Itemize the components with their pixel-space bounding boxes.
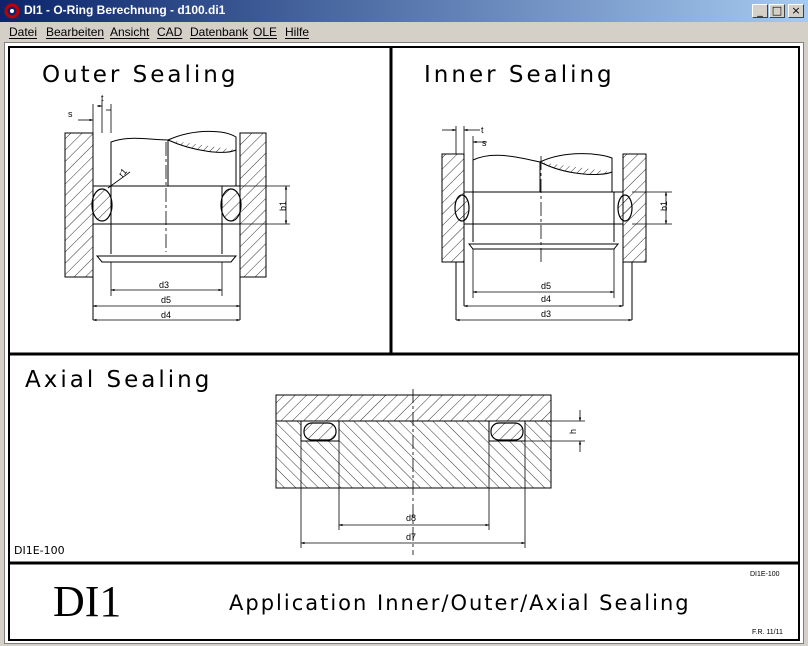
axial-sealing-panel: Axial Sealing h d8 d7 DI1E-100 xyxy=(14,367,585,557)
axial-dimensions xyxy=(300,410,585,548)
axial-label-d7: d7 xyxy=(406,532,416,542)
outer-label-d3: d3 xyxy=(159,280,169,290)
title-bar: DI1 - O-Ring Berechnung - d100.di1 _ □ × xyxy=(0,0,808,22)
inner-label-d4: d4 xyxy=(541,294,551,304)
menu-ole[interactable]: OLE xyxy=(253,25,278,39)
menu-datenbank[interactable]: Datenbank xyxy=(190,25,249,39)
axial-sealing-title: Axial Sealing xyxy=(25,367,212,393)
menu-bar: Datei Bearbeiten Ansicht CAD Datenbank O… xyxy=(0,22,808,42)
axial-drawing-code: DI1E-100 xyxy=(14,544,65,557)
axial-label-d8: d8 xyxy=(406,513,416,523)
title-block-code: DI1E-100 xyxy=(750,571,780,578)
outer-dimensions xyxy=(78,100,290,322)
outer-o-ring xyxy=(91,188,242,222)
logo-di1: DI1 xyxy=(53,577,121,626)
inner-o-ring xyxy=(454,194,633,222)
inner-sealing-title: Inner Sealing xyxy=(424,62,615,88)
outer-label-s: s xyxy=(68,109,73,119)
inner-label-t: t xyxy=(481,125,484,135)
outer-label-d4: d4 xyxy=(161,310,171,320)
axial-label-h: h xyxy=(568,429,578,434)
close-button[interactable]: × xyxy=(788,4,804,18)
inner-label-d5: d5 xyxy=(541,281,551,291)
technical-drawing: Outer Sealing xyxy=(8,46,800,641)
menu-ansicht[interactable]: Ansicht xyxy=(110,25,150,39)
inner-sealing-panel: Inner Sealing xyxy=(424,62,672,322)
outer-piston xyxy=(92,130,241,320)
outer-housing-groove xyxy=(92,185,241,225)
outer-housing xyxy=(64,132,267,278)
axial-o-ring xyxy=(303,422,524,441)
title-block-author: F.R. 11/11 xyxy=(752,629,783,636)
outer-label-d5: d5 xyxy=(161,295,171,305)
inner-shaft xyxy=(455,153,633,320)
maximize-button[interactable]: □ xyxy=(769,4,785,18)
inner-label-d3: d3 xyxy=(541,309,551,319)
title-block: DI1 Application Inner/Outer/Axial Sealin… xyxy=(53,571,783,636)
drawing-frame xyxy=(8,46,800,641)
title-block-caption: Application Inner/Outer/Axial Sealing xyxy=(229,591,691,615)
minimize-button[interactable]: _ xyxy=(752,4,768,18)
outer-label-b1: b1 xyxy=(278,201,288,211)
outer-label-t: t xyxy=(101,93,104,103)
o-ring-icon[interactable] xyxy=(4,3,20,19)
axial-cover-plate xyxy=(275,394,552,422)
window-title: DI1 - O-Ring Berechnung - d100.di1 xyxy=(24,3,226,17)
menu-cad[interactable]: CAD xyxy=(157,25,183,39)
menu-bearbeiten[interactable]: Bearbeiten xyxy=(46,25,105,39)
outer-sealing-title: Outer Sealing xyxy=(42,62,238,88)
menu-hilfe[interactable]: Hilfe xyxy=(285,25,310,39)
inner-label-b1: b1 xyxy=(659,201,669,211)
menu-datei[interactable]: Datei xyxy=(9,25,38,39)
outer-label-r1: r1 xyxy=(116,166,129,179)
inner-dimensions xyxy=(442,126,672,322)
inner-housing xyxy=(441,153,647,263)
inner-housing-groove xyxy=(463,191,624,225)
outer-sealing-panel: Outer Sealing xyxy=(42,62,290,322)
inner-label-s: s xyxy=(482,138,487,148)
